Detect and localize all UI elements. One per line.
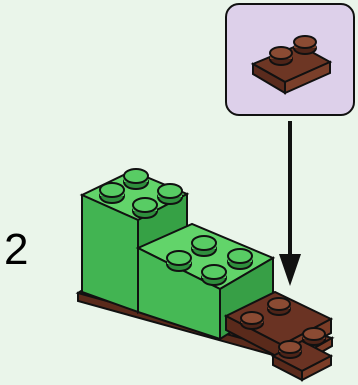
- step-number: 2: [4, 225, 29, 274]
- green-studs-back: [99, 168, 183, 219]
- brown-studs: [240, 297, 326, 359]
- brown-1x2-brick-icon: [250, 35, 333, 95]
- parts-callout: [225, 3, 355, 116]
- green-studs-front: [166, 235, 253, 286]
